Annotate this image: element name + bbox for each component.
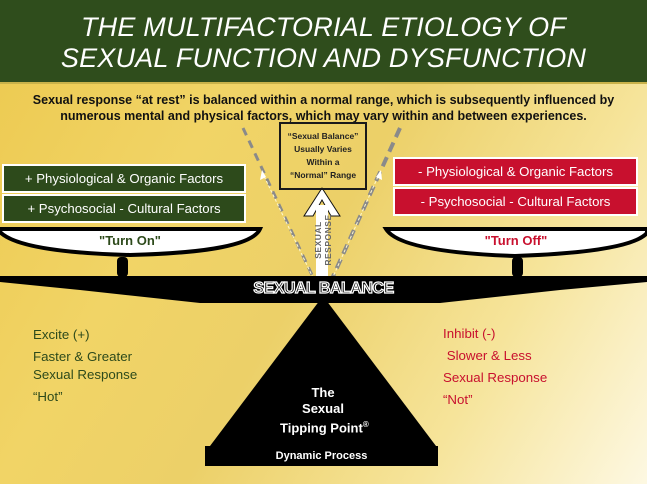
header-banner: THE MULTIFACTORIAL ETIOLOGY OF SEXUAL FU… — [0, 0, 647, 84]
excite-line-4: “Hot” — [33, 389, 63, 404]
left-factor-psychosocial: + Psychosocial - Cultural Factors — [2, 194, 246, 223]
registered-mark: ® — [362, 420, 369, 429]
balance-beam — [0, 276, 647, 303]
excite-line-1: Excite (+) — [33, 327, 90, 342]
right-thin-arrowhead — [376, 170, 382, 180]
left-range-dashed-line — [241, 127, 322, 293]
left-pan — [0, 227, 264, 258]
title-line-1: THE MULTIFACTORIAL ETIOLOGY OF — [80, 12, 567, 42]
tipping-line-3: Tipping Point — [280, 420, 363, 436]
sexual-response-arrowhead — [303, 187, 341, 217]
inhibit-effects: Inhibit (-) Slower & Less Sexual Respons… — [443, 323, 547, 411]
fulcrum-triangle — [210, 296, 436, 446]
normal-range-note: “Sexual Balance” Usually Varies Within a… — [279, 122, 367, 190]
left-pan-stem — [117, 257, 128, 277]
left-thin-arrowhead — [260, 170, 266, 180]
left-factor-physiological: + Physiological & Organic Factors — [2, 164, 246, 193]
right-factor-physiological: - Physiological & Organic Factors — [393, 157, 638, 186]
intro-line-2: numerous mental and physical factors, wh… — [60, 109, 587, 123]
intro-text: Sexual response “at rest” is balanced wi… — [0, 92, 647, 124]
excite-line-2: Faster & Greater — [33, 349, 133, 364]
turn-off-label: "Turn Off" — [484, 233, 548, 248]
page-title: THE MULTIFACTORIAL ETIOLOGY OF SEXUAL FU… — [0, 12, 647, 74]
sexual-response-arrow-shaft — [316, 205, 328, 288]
title-line-2: SEXUAL FUNCTION AND DYSFUNCTION — [60, 43, 587, 73]
right-factor-psychosocial: - Psychosocial - Cultural Factors — [393, 187, 638, 216]
inhibit-line-1: Inhibit (-) — [443, 326, 496, 341]
inhibit-line-4: “Not” — [443, 392, 473, 407]
intro-line-1: Sexual response “at rest” is balanced wi… — [32, 93, 615, 107]
sexual-balance-label: SEXUAL BALANCE — [253, 279, 395, 297]
tipping-point-label: The Sexual Tipping Point® — [280, 385, 369, 436]
left-thin-arrow-line — [261, 171, 319, 289]
excite-line-3: Sexual Response — [33, 367, 138, 382]
inhibit-line-2: Slower & Less — [443, 348, 532, 363]
excite-effects: Excite (+) Faster & Greater Sexual Respo… — [33, 325, 137, 407]
right-pan — [382, 227, 647, 259]
right-pan-stem — [512, 257, 523, 277]
dynamic-process-base: Dynamic Process — [205, 446, 438, 466]
inhibit-line-3: Sexual Response — [443, 370, 548, 385]
range-line-4: “Normal” Range — [289, 170, 357, 180]
sexual-response-arrow-label: SEXUAL RESPONSE — [313, 214, 333, 266]
turn-on-label: "Turn On" — [99, 233, 161, 248]
tipping-line-1: The — [311, 385, 335, 400]
range-line-1: “Sexual Balance” — [287, 131, 359, 141]
tipping-line-2: Sexual — [302, 401, 344, 416]
range-line-2: Usually Varies — [294, 144, 352, 154]
right-thin-arrow-line — [327, 171, 381, 289]
range-line-3: Within a — [306, 157, 340, 167]
